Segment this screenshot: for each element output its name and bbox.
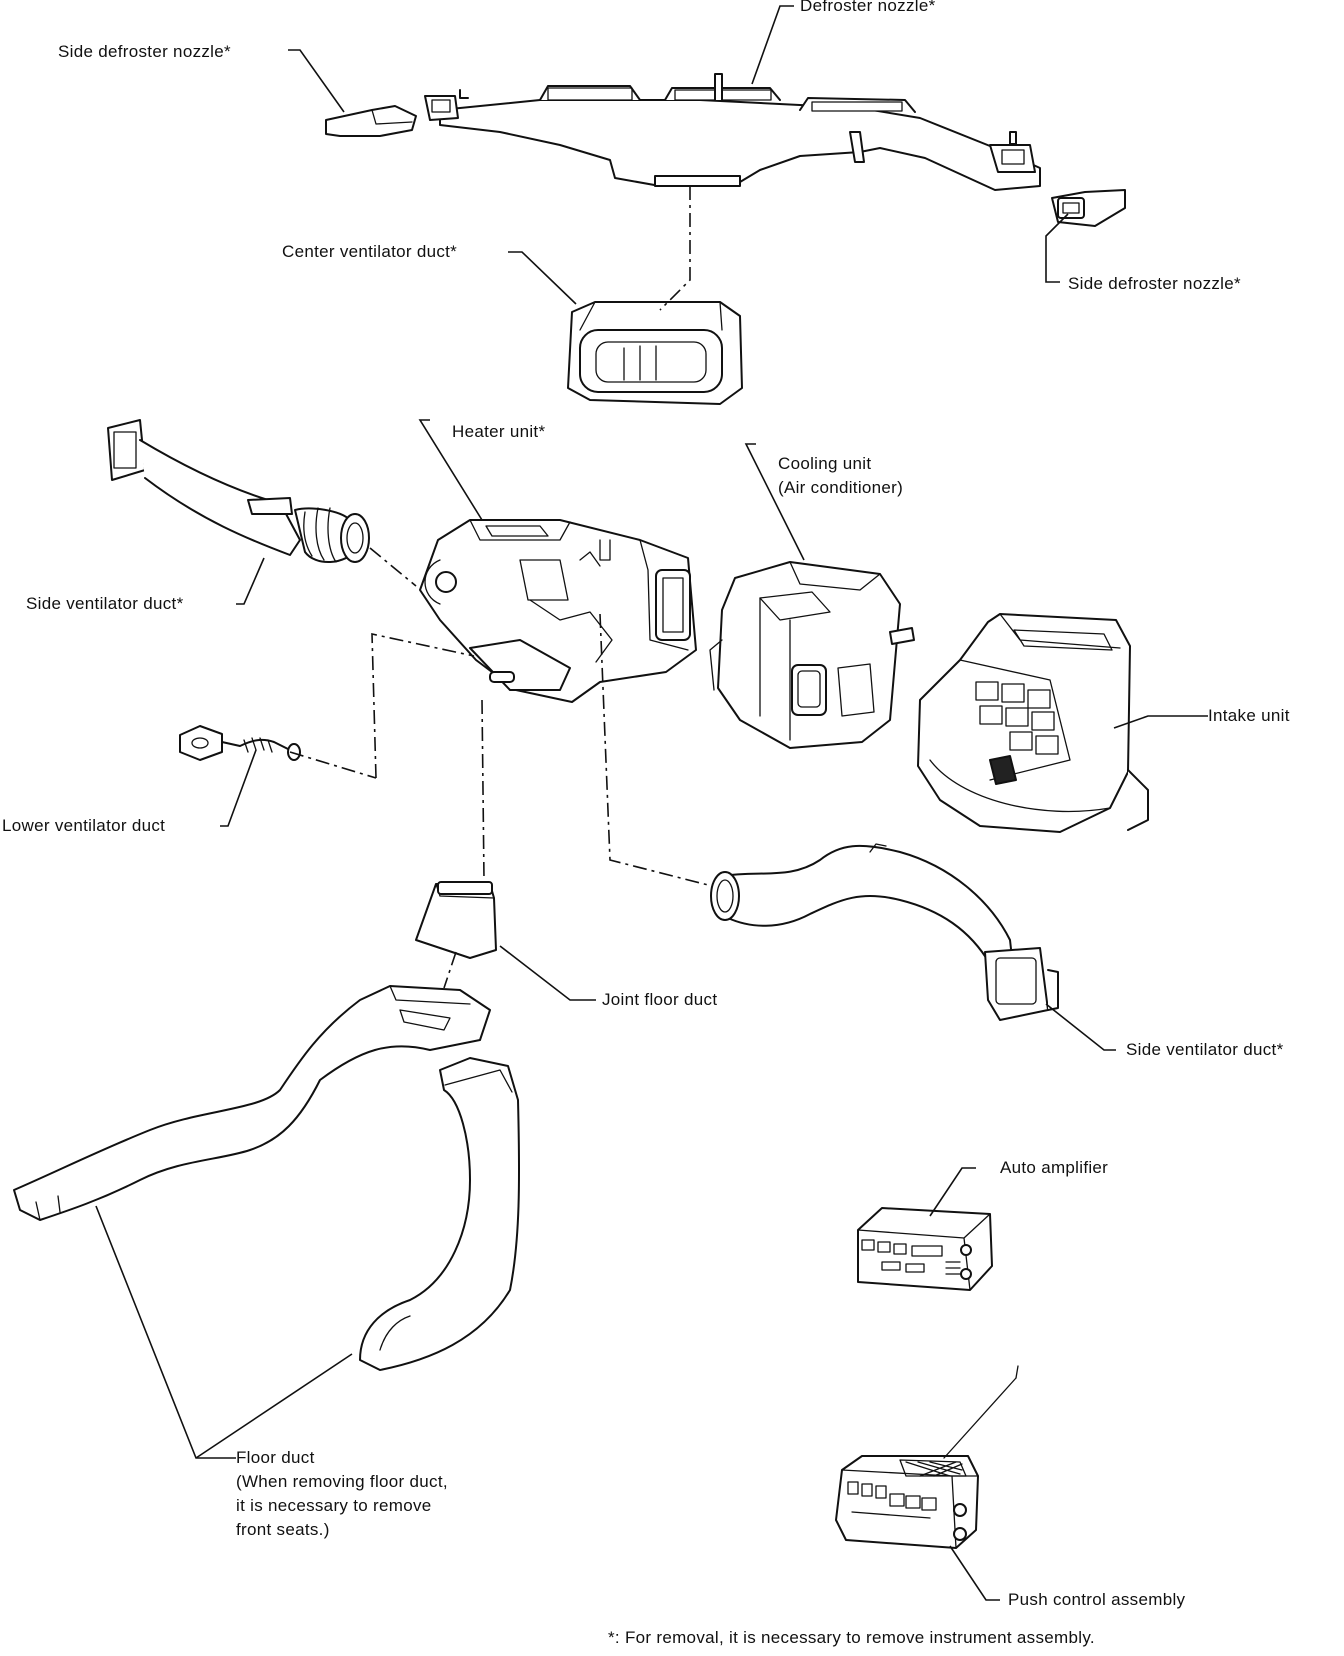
lower-ventilator-duct-label: Lower ventilator duct	[2, 816, 166, 835]
lower-ventilator-duct-part	[179, 725, 301, 761]
side-defroster-nozzle-left-label: Side defroster nozzle*	[58, 42, 231, 61]
side-defroster-nozzle-left-part	[325, 105, 417, 137]
side-defroster-nozzle-right-part	[1051, 189, 1126, 227]
heater-unit-part	[419, 519, 697, 703]
side-ventilator-duct-right-part	[710, 843, 1059, 1021]
joint-floor-duct-part	[415, 881, 497, 959]
auto-amplifier-label: Auto amplifier	[1000, 1158, 1109, 1177]
push-control-assembly-part	[835, 1365, 1019, 1549]
intake-unit-part	[917, 613, 1149, 833]
side-defroster-nozzle-right-label: Side defroster nozzle*	[1068, 274, 1241, 293]
side-ventilator-duct-right-label: Side ventilator duct*	[1126, 1040, 1284, 1059]
cooling-unit-part	[709, 561, 915, 749]
side-ventilator-duct-left-label: Side ventilator duct*	[26, 594, 184, 613]
heater-unit-label: Heater unit*	[452, 422, 546, 441]
floor-duct-part	[13, 985, 521, 1371]
floor-duct-label: Floor duct (When removing floor duct, it…	[236, 1448, 448, 1539]
intake-unit-label: Intake unit	[1208, 706, 1290, 725]
cooling-unit-label: Cooling unit	[778, 454, 872, 473]
defroster-nozzle-part	[424, 73, 1041, 191]
push-control-assembly-label: Push control assembly	[1008, 1590, 1186, 1609]
cooling-unit-sublabel: (Air conditioner)	[778, 478, 904, 497]
joint-floor-duct-label: Joint floor duct	[602, 990, 718, 1009]
defroster-nozzle-label: Defroster nozzle*	[800, 0, 936, 15]
auto-amplifier-part	[857, 1207, 993, 1291]
assembly-lines	[289, 186, 713, 989]
center-ventilator-duct-part	[567, 301, 743, 405]
footnote: *: For removal, it is necessary to remov…	[608, 1628, 1095, 1647]
side-ventilator-duct-left-part	[107, 419, 370, 564]
leader-lines	[95, 5, 1208, 1601]
center-ventilator-duct-label: Center ventilator duct*	[282, 242, 458, 261]
